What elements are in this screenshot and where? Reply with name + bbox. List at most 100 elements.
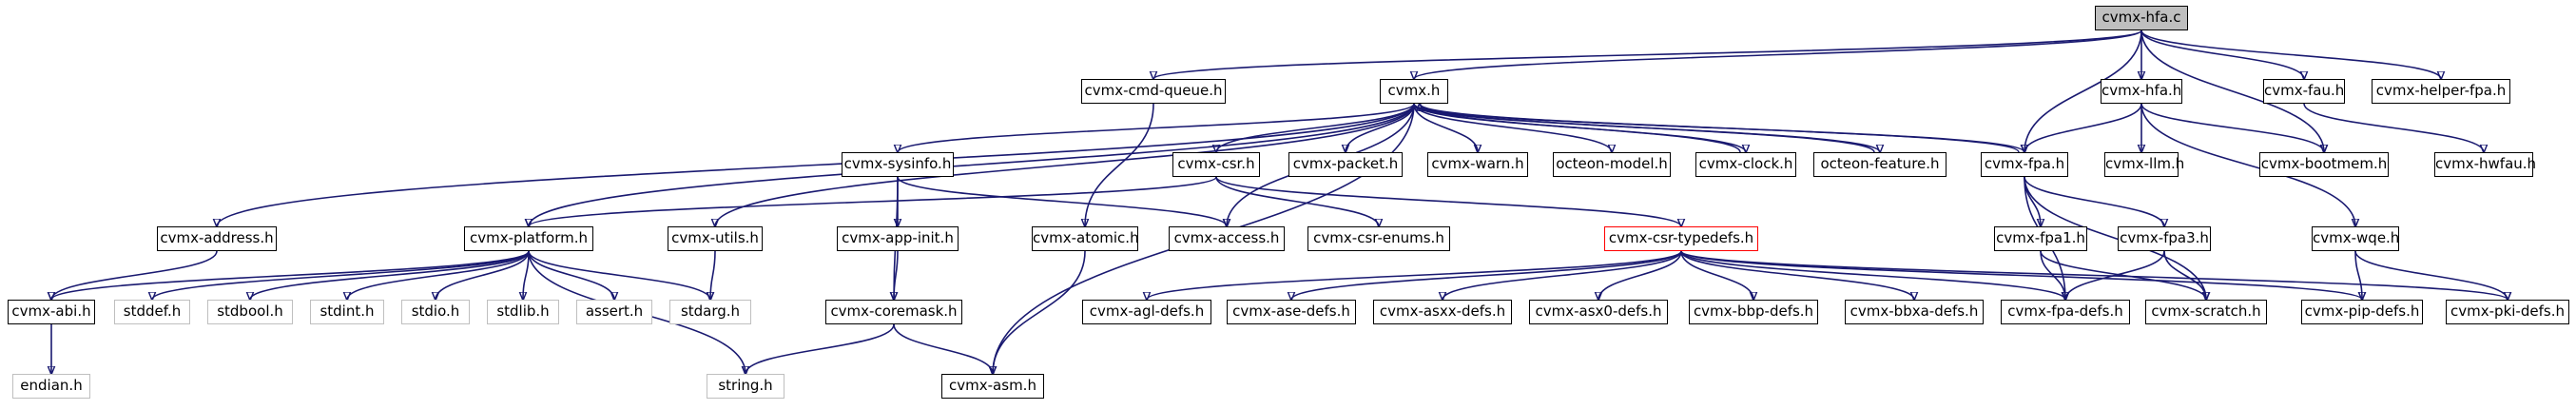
edge-csrtypedefs-to-ase: [1291, 250, 1682, 300]
edge-csrtypedefs-to-asxx: [1443, 250, 1682, 300]
node-cvmx-fau-h[interactable]: cvmx-fau.h: [2263, 79, 2345, 104]
edge-platform-to-assert: [528, 250, 614, 300]
node-cvmx-csr-typedefs-h[interactable]: cvmx-csr-typedefs.h: [1604, 226, 1758, 251]
edge-hfah-to-wqe: [2140, 103, 2355, 226]
node-cvmx-warn-h[interactable]: cvmx-warn.h: [1427, 152, 1528, 177]
node-cvmx-bbp-defs-h[interactable]: cvmx-bbp-defs.h: [1689, 300, 1818, 324]
edge-platform-to-stdarg: [528, 250, 710, 300]
edge-wqe-to-pki: [2354, 250, 2508, 300]
node-cvmx-hwfau-h[interactable]: cvmx-hwfau.h: [2434, 152, 2536, 177]
edge-fpa3-to-scratch: [2163, 250, 2206, 300]
node-cvmx-agl-defs-h[interactable]: cvmx-agl-defs.h: [1082, 300, 1211, 324]
edge-clock-to-cvmx: [1420, 104, 1741, 153]
node-stddef-h[interactable]: stddef.h: [114, 300, 190, 324]
edge-fpa-to-fpa3: [2024, 176, 2164, 226]
edge-platform-to-stddef: [152, 250, 530, 300]
edge-cvmx-to-csr: [1216, 103, 1415, 152]
node-cvmx-access-h[interactable]: cvmx-access.h: [1169, 226, 1285, 251]
node-cvmx-asx0-defs-h[interactable]: cvmx-asx0-defs.h: [1529, 300, 1668, 324]
node-cvmx-sysinfo-h[interactable]: cvmx-sysinfo.h: [842, 152, 954, 177]
node-cvmx-fpa1-h[interactable]: cvmx-fpa1.h: [1994, 226, 2087, 251]
edge-csrtypedefs-to-asx0: [1598, 250, 1682, 300]
node-endian-h[interactable]: endian.h: [12, 374, 90, 399]
edge-hfa-to-helperfpa: [2140, 29, 2441, 79]
edge-atomic-to-asm: [993, 250, 1086, 374]
edge-fpa3-to-fpadefs: [2065, 250, 2165, 300]
node-cvmx-app-init-h[interactable]: cvmx-app-init.h: [837, 226, 959, 251]
edge-hfa-to-fau: [2140, 29, 2304, 79]
edge-csr-to-platform: [529, 176, 1217, 226]
edge-hfa-to-bootmem: [2140, 29, 2324, 152]
node-cvmx-bbxa-defs-h[interactable]: cvmx-bbxa-defs.h: [1845, 300, 1984, 324]
node-assert-h[interactable]: assert.h: [576, 300, 652, 324]
node-stdbool-h[interactable]: stdbool.h: [207, 300, 293, 324]
node-cvmx-fpa-defs-h[interactable]: cvmx-fpa-defs.h: [2001, 300, 2130, 324]
node-cvmx-cmd-queue-h[interactable]: cvmx-cmd-queue.h: [1081, 79, 1226, 104]
edge-hfa-to-fpa: [2024, 29, 2142, 152]
edge-cvmx-to-sysinfo: [898, 103, 1415, 152]
node-cvmx-csr-h[interactable]: cvmx-csr.h: [1172, 152, 1260, 177]
node-cvmx-wqe-h[interactable]: cvmx-wqe.h: [2312, 226, 2399, 251]
node-cvmx-address-h[interactable]: cvmx-address.h: [157, 226, 277, 251]
node-cvmx-asxx-defs-h[interactable]: cvmx-asxx-defs.h: [1373, 300, 1512, 324]
edge-cvmx-to-platform: [529, 103, 1415, 226]
edge-platform-to-abi: [51, 250, 530, 300]
node-cvmx-csr-enums-h[interactable]: cvmx-csr-enums.h: [1307, 226, 1450, 251]
edge-address-to-abi: [51, 250, 218, 300]
edge-cvmx-to-address: [217, 103, 1415, 226]
node-cvmx-platform-h[interactable]: cvmx-platform.h: [464, 226, 593, 251]
node-cvmx-clock-h[interactable]: cvmx-clock.h: [1695, 152, 1796, 177]
node-stdarg-h[interactable]: stdarg.h: [669, 300, 751, 324]
node-cvmx-packet-h[interactable]: cvmx-packet.h: [1288, 152, 1403, 177]
node-cvmx-abi-h[interactable]: cvmx-abi.h: [8, 300, 95, 324]
node-cvmx-bootmem-h[interactable]: cvmx-bootmem.h: [2259, 152, 2389, 177]
node-cvmx-fpa3-h[interactable]: cvmx-fpa3.h: [2118, 226, 2211, 251]
edge-hfah-to-bootmem: [2140, 103, 2324, 152]
edge-csrtypedefs-to-bbxa: [1680, 250, 1914, 300]
edge-hfa-to-cvmx: [1414, 29, 2142, 79]
edge-fau-to-hwfau: [2303, 103, 2484, 152]
node-cvmx-hfa-c[interactable]: cvmx-hfa.c: [2095, 6, 2188, 30]
edge-csrtypedefs-to-fpadefs: [1680, 250, 2065, 300]
node-octeon-feature-h[interactable]: octeon-feature.h: [1813, 152, 1947, 177]
edge-csr-to-csrenums: [1215, 176, 1379, 226]
node-octeon-model-h[interactable]: octeon-model.h: [1553, 152, 1671, 177]
node-cvmx-pip-defs-h[interactable]: cvmx-pip-defs.h: [2301, 300, 2423, 324]
node-cvmx-hfa-h[interactable]: cvmx-hfa.h: [2101, 79, 2182, 104]
edge-hfah-to-fpa: [2024, 103, 2142, 152]
node-cvmx-helper-fpa-h[interactable]: cvmx-helper-fpa.h: [2372, 79, 2510, 104]
edge-coremask-to-string: [746, 323, 895, 374]
node-cvmx-fpa-h[interactable]: cvmx-fpa.h: [1981, 152, 2068, 177]
node-cvmx-scratch-h[interactable]: cvmx-scratch.h: [2145, 300, 2267, 324]
node-cvmx-h[interactable]: cvmx.h: [1380, 79, 1448, 104]
edge-platform-to-stdbool: [250, 250, 530, 300]
node-stdint-h[interactable]: stdint.h: [310, 300, 384, 324]
node-cvmx-atomic-h[interactable]: cvmx-atomic.h: [1032, 226, 1139, 251]
node-cvmx-ase-defs-h[interactable]: cvmx-ase-defs.h: [1227, 300, 1356, 324]
edge-fpa-to-cvmx: [1420, 104, 2020, 153]
node-cvmx-llm-h[interactable]: cvmx-llm.h: [2104, 152, 2184, 177]
edge-platform-to-stdint: [347, 250, 530, 300]
node-stdlib-h[interactable]: stdlib.h: [487, 300, 559, 324]
edge-appinit-to-coremask: [894, 250, 899, 300]
node-stdio-h[interactable]: stdio.h: [401, 300, 470, 324]
node-string-h[interactable]: string.h: [707, 374, 784, 399]
edge-csrtypedefs-to-bbp: [1680, 250, 1753, 300]
edge-csrtypedefs-to-pki: [1680, 250, 2508, 300]
node-cvmx-utils-h[interactable]: cvmx-utils.h: [668, 226, 763, 251]
edge-cvmx-to-octmodel: [1413, 103, 1612, 152]
edge-utils-to-stdarg: [710, 250, 716, 300]
edge-octfeat-to-cvmx: [1420, 104, 1875, 153]
edge-sysinfo-to-access: [897, 176, 1227, 226]
node-cvmx-asm-h[interactable]: cvmx-asm.h: [941, 374, 1044, 399]
edge-fpa1-to-scratch: [2040, 250, 2206, 300]
edge-cvmx-to-utils: [715, 103, 1415, 226]
node-cvmx-coremask-h[interactable]: cvmx-coremask.h: [825, 300, 962, 324]
edge-wqe-to-pip: [2354, 250, 2362, 300]
node-cvmx-pki-defs-h[interactable]: cvmx-pki-defs.h: [2446, 300, 2569, 324]
edge-csrtypedefs-to-pip: [1680, 250, 2362, 300]
edge-cvmx-to-packet: [1346, 103, 1415, 152]
edge-coremask-to-asm: [893, 323, 993, 374]
